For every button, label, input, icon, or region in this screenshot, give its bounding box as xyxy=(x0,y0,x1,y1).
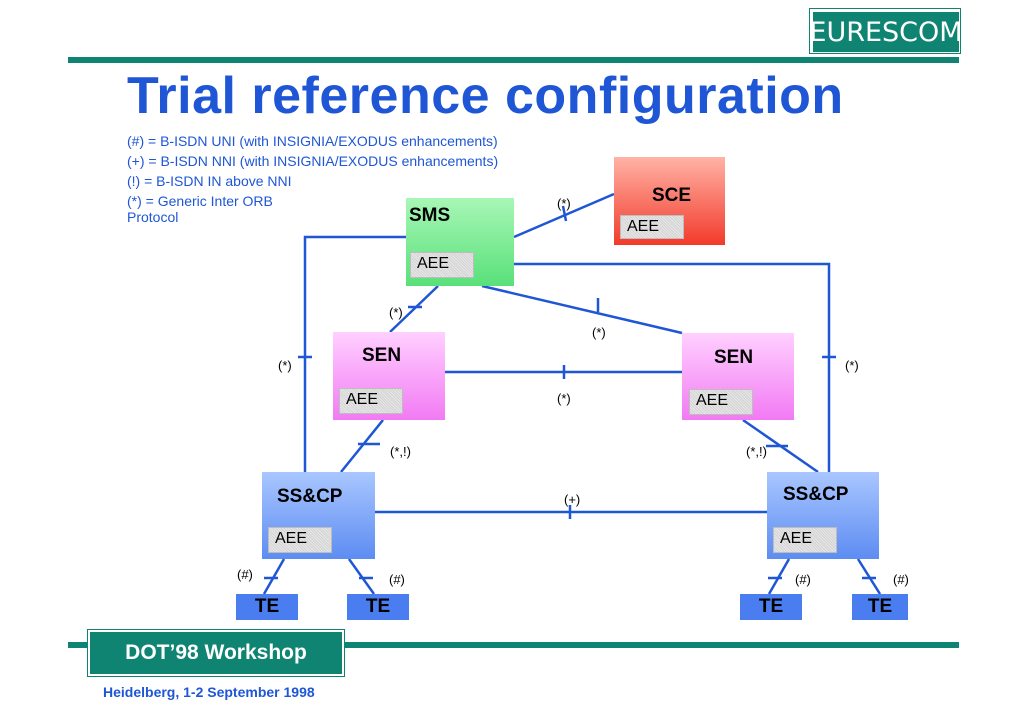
node-label: SEN xyxy=(362,345,402,366)
node-label: SCE xyxy=(652,185,692,206)
sce-node: SCE AEE xyxy=(614,157,725,245)
interface-label: (*) xyxy=(592,325,606,340)
page-title: Trial reference configuration xyxy=(127,67,844,125)
interface-label: (*) xyxy=(845,358,859,373)
interface-label: (+) xyxy=(564,492,581,507)
sms-node: SMS AEE xyxy=(406,198,514,286)
place-date: Heidelberg, 1-2 September 1998 xyxy=(103,684,315,700)
node-label: SS&CP xyxy=(277,486,343,507)
te-node-3: TE xyxy=(740,594,802,620)
tick xyxy=(561,205,568,222)
link-sms-sen-left xyxy=(389,285,439,333)
te-node-4: TE xyxy=(852,594,908,620)
interface-label: (#) xyxy=(795,572,811,587)
node-label: SS&CP xyxy=(783,484,849,505)
legend-line: Protocol xyxy=(127,209,179,225)
aee-box: AEE xyxy=(689,389,753,415)
te-node-2: TE xyxy=(347,594,409,620)
legend-line: (*) = Generic Inter ORB xyxy=(127,193,273,209)
interface-label: (*) xyxy=(557,391,571,406)
node-label: SEN xyxy=(714,347,754,368)
sscp-right-node: SS&CP AEE xyxy=(767,472,879,559)
legend-line: (#) = B-ISDN UNI (with INSIGNIA/EXODUS e… xyxy=(127,133,498,149)
event-badge: DOT’98 Workshop xyxy=(87,629,345,677)
link-te4 xyxy=(856,558,882,595)
legend-line: (!) = B-ISDN IN above NNI xyxy=(127,173,292,189)
link-te2 xyxy=(347,558,376,595)
interface-label: (#) xyxy=(893,572,909,587)
sscp-left-node: SS&CP AEE xyxy=(262,472,375,559)
logo-frame xyxy=(809,8,961,54)
sen-left-node: SEN AEE xyxy=(333,332,445,420)
legend: (#) = B-ISDN UNI (with INSIGNIA/EXODUS e… xyxy=(127,131,498,225)
link-left-outer xyxy=(303,235,406,482)
link-sen-left-sscp xyxy=(340,419,384,473)
header-rule xyxy=(68,57,959,63)
link-sms-sen-right xyxy=(481,284,683,335)
link-right-outer xyxy=(514,262,831,475)
aee-box: AEE xyxy=(773,527,837,553)
interface-label: (#) xyxy=(237,567,253,582)
interface-label: (*,!) xyxy=(746,444,767,459)
te-node-1: TE xyxy=(236,594,298,620)
node-label: SMS xyxy=(409,205,451,226)
aee-box: AEE xyxy=(410,252,474,278)
aee-box: AEE xyxy=(339,388,403,414)
legend-line: (+) = B-ISDN NNI (with INSIGNIA/EXODUS e… xyxy=(127,153,499,169)
interface-label: (*) xyxy=(278,358,292,373)
eurescom-logo: EURESCOM xyxy=(809,12,963,52)
footer-rule xyxy=(68,642,959,648)
link-te1 xyxy=(262,558,286,595)
sen-right-node: SEN AEE xyxy=(682,333,794,420)
interface-label: (*) xyxy=(389,305,403,320)
interface-label: (*,!) xyxy=(390,444,411,459)
interface-label: (*) xyxy=(557,196,571,211)
aee-box: AEE xyxy=(620,215,684,239)
link-te3 xyxy=(767,558,791,595)
aee-box: AEE xyxy=(268,527,332,553)
interface-label: (#) xyxy=(389,572,405,587)
